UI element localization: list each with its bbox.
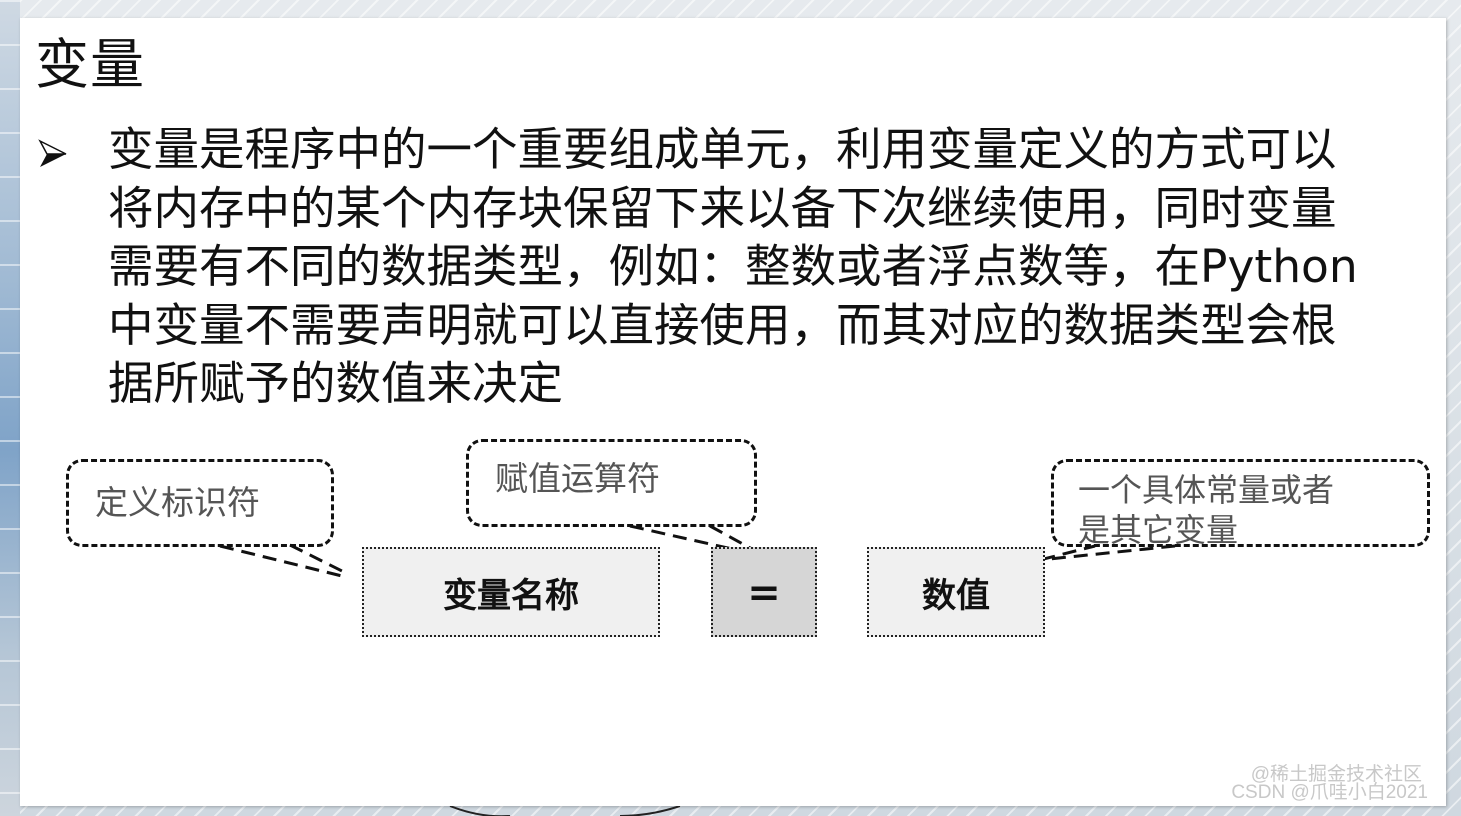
slide-panel: 变量 变量是程序中的一个重要组成单元，利用变量定义的方式可以 将内存中的某个内存…: [20, 18, 1446, 806]
callout-text: 赋值运算符: [495, 459, 660, 498]
callout-text: 一个具体常量或者: [1078, 471, 1335, 509]
assignment-operator-box: =: [711, 547, 817, 637]
bullet-line: 变量是程序中的一个重要组成单元，利用变量定义的方式可以: [108, 123, 1337, 176]
variable-name-box: 变量名称: [362, 547, 660, 637]
callout-text: 是其它变量: [1078, 511, 1239, 549]
bullet-text: 变量是程序中的一个重要组成单元，利用变量定义的方式可以 将内存中的某个内存块保留…: [108, 121, 1443, 414]
slide-title: 变量: [35, 33, 145, 96]
callout-text: 定义标识符: [95, 483, 260, 522]
background-left-strip: [0, 0, 20, 816]
bullet-line: 将内存中的某个内存块保留下来以备下次继续使用，同时变量: [108, 181, 1337, 235]
arrowhead-bullet-icon: [38, 139, 67, 167]
callout-identifier: 定义标识符: [66, 459, 334, 547]
bullet-line: 需要有不同的数据类型，例如：整数或者浮点数等，在Python: [108, 240, 1358, 293]
bullet-line: 据所赋予的数值来决定: [108, 357, 564, 410]
bullet-line: 中变量不需要声明就可以直接使用，而其对应的数据类型会根: [108, 298, 1337, 352]
value-box: 数值: [867, 547, 1045, 637]
watermark-line: CSDN @爪哇小白2021: [1231, 782, 1428, 803]
watermark-line: @稀土掘金技术社区: [1250, 764, 1422, 785]
callout-assignment-operator: 赋值运算符: [466, 439, 757, 527]
background-decoration: [449, 806, 681, 816]
callout-value-description: 一个具体常量或者 是其它变量: [1051, 459, 1430, 549]
watermark: @稀土掘金技术社区 CSDN @爪哇小白2021: [1231, 764, 1428, 803]
